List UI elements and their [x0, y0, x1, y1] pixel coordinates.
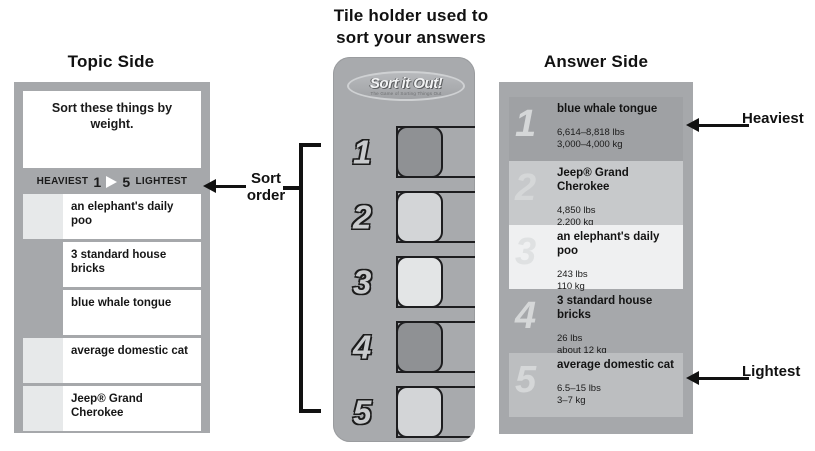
topic-item-label: average domestic cat	[71, 345, 188, 357]
bracket-stem	[283, 186, 301, 190]
tile-slot-number: 2	[353, 198, 372, 236]
answer-weight-lbs: 26 lbs	[557, 332, 583, 344]
callout-heaviest: Heaviest	[742, 110, 804, 127]
topic-item-swatch	[23, 194, 63, 239]
answer-rank-number: 3	[515, 231, 537, 273]
answer-item-name: Jeep® Grand Cherokee	[557, 167, 629, 193]
topic-item-label: 3 standard house bricks	[71, 249, 167, 276]
tile-slot-3[interactable]: 3	[347, 256, 475, 308]
answer-item-name: an elephant's daily poo	[557, 231, 660, 257]
answer-row: 3 an elephant's daily poo 243 lbs 110 kg	[509, 225, 683, 292]
answer-weight-kg: 2,200 kg	[557, 217, 594, 229]
tile-slot-2[interactable]: 2	[347, 191, 475, 243]
answer-item-name: average domestic cat	[557, 359, 674, 371]
topic-item-label: blue whale tongue	[71, 297, 172, 309]
topic-item-swatch	[23, 242, 63, 287]
lightest-label: LIGHTEST	[135, 176, 188, 187]
sort-first-number: 1	[93, 173, 102, 190]
logo-title: Sort it Out!	[369, 74, 443, 92]
answer-row-body: blue whale tongue 6,614–8,818 lbs 3,000–…	[557, 103, 679, 152]
answer-weight-lbs: 6.5–15 lbs	[557, 382, 601, 394]
topic-item-swatch	[23, 386, 63, 431]
tile-holder: Sort it Out! The Game of Sorting Things …	[333, 57, 475, 442]
topic-list-item: an elephant's daily poo	[23, 194, 201, 239]
triangle-right-icon	[106, 175, 118, 188]
tile-slot-number: 3	[353, 263, 372, 301]
arrow-shaft	[699, 376, 749, 380]
sort-it-out-logo: Sort it Out! The Game of Sorting Things …	[347, 71, 465, 101]
topic-item-label: an elephant's daily poo	[71, 201, 174, 228]
answer-rank-number: 1	[515, 103, 537, 145]
topic-list-item: blue whale tongue	[23, 290, 201, 335]
answer-row: 1 blue whale tongue 6,614–8,818 lbs 3,00…	[509, 97, 683, 161]
answer-weight-kg: 3,000–4,000 kg	[557, 139, 623, 151]
topic-list-item: average domestic cat	[23, 338, 201, 383]
topic-side-card: Sort these things by weight. HEAVIEST 1 …	[14, 82, 210, 433]
answer-weight-lbs: 243 lbs	[557, 268, 588, 280]
topic-list-item: Jeep® Grand Cherokee	[23, 386, 201, 431]
answer-item-name: blue whale tongue	[557, 103, 658, 115]
topic-list-item: 3 standard house bricks	[23, 242, 201, 287]
topic-item-swatch	[23, 290, 63, 335]
tile-piece[interactable]	[396, 256, 443, 308]
answer-row: 4 3 standard house bricks 26 lbs about 1…	[509, 289, 683, 356]
answer-weight-kg: about 12 kg	[557, 345, 607, 357]
tile-slot-5[interactable]: 5	[347, 386, 475, 438]
topic-item-label: Jeep® Grand Cherokee	[71, 393, 143, 420]
answer-row-body: 3 standard house bricks 26 lbs about 12 …	[557, 295, 679, 358]
heaviest-label: HEAVIEST	[36, 176, 89, 187]
sort-order-bar: HEAVIEST 1 5 LIGHTEST	[23, 173, 201, 190]
answer-row-body: average domestic cat 6.5–15 lbs 3–7 kg	[557, 359, 679, 408]
tile-slot-4[interactable]: 4	[347, 321, 475, 373]
answer-weight-lbs: 6,614–8,818 lbs	[557, 126, 625, 138]
arrow-shaft	[216, 184, 246, 188]
page-title-answer-side: Answer Side	[543, 52, 649, 71]
answer-row-body: an elephant's daily poo 243 lbs 110 kg	[557, 231, 679, 294]
tile-piece[interactable]	[396, 386, 443, 438]
answer-weight-kg: 3–7 kg	[557, 395, 586, 407]
sort-order-bracket	[299, 143, 321, 413]
answer-side-card: 1 blue whale tongue 6,614–8,818 lbs 3,00…	[499, 82, 693, 434]
tile-slot-number: 5	[353, 393, 372, 431]
logo-tagline: The Game of Sorting Things Out	[370, 90, 442, 96]
answer-weight-kg: 110 kg	[557, 281, 585, 293]
arrow-head	[686, 371, 699, 385]
arrow-left-icon-heaviest	[686, 118, 749, 132]
topic-prompt-text: Sort these things by weight.	[23, 91, 201, 168]
tile-slot-1[interactable]: 1	[347, 126, 475, 178]
sort-last-number: 5	[122, 173, 131, 190]
arrow-shaft	[699, 123, 749, 127]
topic-item-swatch	[23, 338, 63, 383]
arrow-left-icon-lightest	[686, 371, 749, 385]
answer-weight-lbs: 4,850 lbs	[557, 204, 596, 216]
callout-sort-order: Sort order	[246, 170, 286, 205]
answer-rank-number: 4	[515, 295, 537, 337]
arrow-head	[686, 118, 699, 132]
page-title-tile-holder: Tile holder used to sort your answers	[333, 6, 489, 47]
arrow-left-icon-sort-order	[203, 179, 246, 193]
answer-row: 5 average domestic cat 6.5–15 lbs 3–7 kg	[509, 353, 683, 417]
answer-rank-number: 5	[515, 359, 537, 401]
page-title-topic-side: Topic Side	[67, 52, 155, 71]
callout-lightest: Lightest	[742, 363, 801, 380]
tile-slot-number: 4	[353, 328, 372, 366]
tile-slot-number: 1	[353, 133, 372, 171]
arrow-head	[203, 179, 216, 193]
answer-item-name: 3 standard house bricks	[557, 295, 653, 321]
answer-row: 2 Jeep® Grand Cherokee 4,850 lbs 2,200 k…	[509, 161, 683, 228]
tile-piece[interactable]	[396, 321, 443, 373]
answer-rank-number: 2	[515, 167, 537, 209]
tile-piece[interactable]	[396, 126, 443, 178]
answer-row-body: Jeep® Grand Cherokee 4,850 lbs 2,200 kg	[557, 167, 679, 230]
tile-piece[interactable]	[396, 191, 443, 243]
